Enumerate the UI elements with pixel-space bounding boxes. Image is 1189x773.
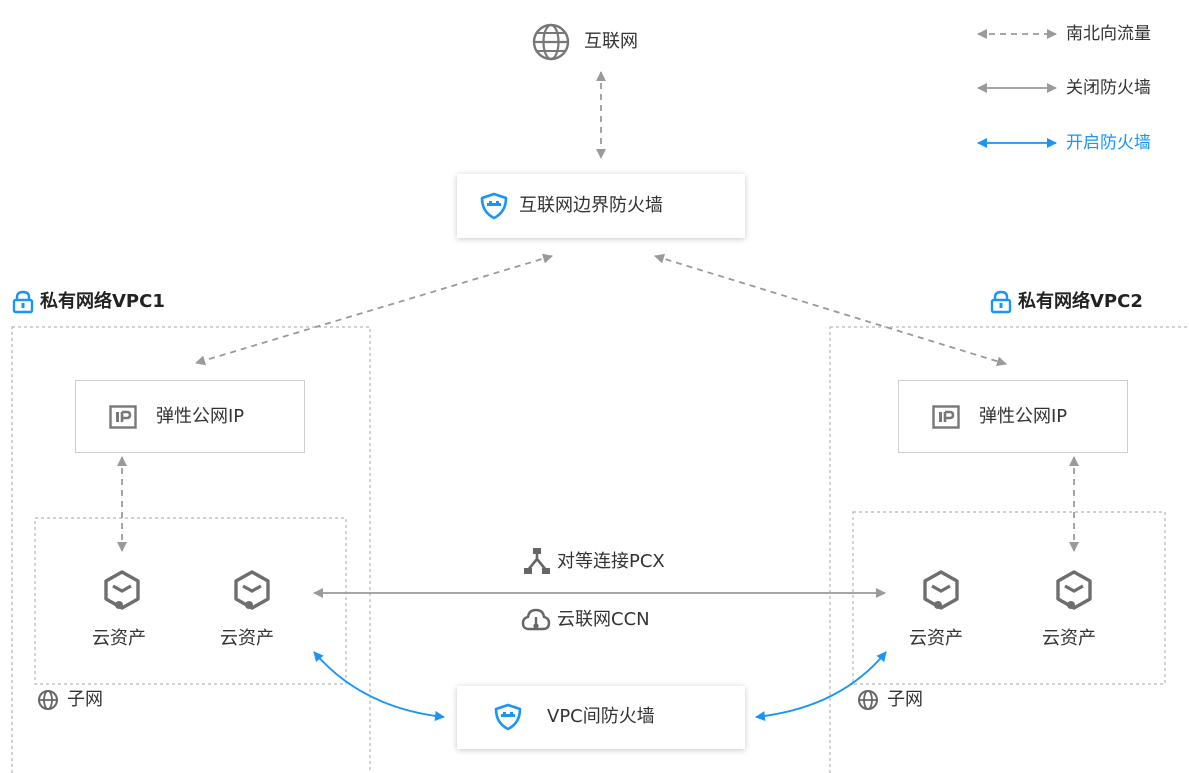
subnet-globe-icon bbox=[858, 690, 878, 710]
legend-on-label: 开启防火墙 bbox=[1066, 133, 1151, 153]
vpc2-asset-1-label: 云资产 bbox=[909, 628, 963, 649]
vpc-firewall-node[interactable]: VPC间防火墙 bbox=[457, 686, 745, 749]
vpc2-subnet-label: 子网 bbox=[887, 689, 923, 710]
peering-icon bbox=[524, 548, 550, 574]
vpc2-eip-label: 弹性公网IP bbox=[979, 406, 1068, 427]
vpc1-frame bbox=[11, 326, 371, 773]
vpc2-asset-2-label: 云资产 bbox=[1042, 628, 1096, 649]
cloud-asset-icon bbox=[923, 570, 959, 610]
vpc1-subnet-frame bbox=[34, 517, 347, 685]
vpc1-to-vpc-firewall-link bbox=[313, 651, 445, 721]
vpc-firewall-label: VPC间防火墙 bbox=[547, 706, 655, 727]
vpc2-title: 私有网络VPC2 bbox=[1018, 291, 1143, 312]
legend-off-label: 关闭防火墙 bbox=[1066, 78, 1151, 98]
ip-icon bbox=[932, 405, 960, 429]
cloud-asset-icon bbox=[1056, 570, 1092, 610]
border-firewall-label: 互联网边界防火墙 bbox=[519, 195, 663, 216]
firewall-eip1-link bbox=[195, 253, 553, 366]
shield-icon bbox=[480, 192, 508, 220]
vpc1-asset-1-label: 云资产 bbox=[92, 628, 146, 649]
vpc1-eip-node[interactable]: 弹性公网IP bbox=[75, 380, 305, 453]
vpc1-eip-label: 弹性公网IP bbox=[156, 406, 245, 427]
vpc2-to-vpc-firewall-link bbox=[755, 651, 887, 722]
border-firewall-node[interactable]: 互联网边界防火墙 bbox=[457, 174, 745, 238]
internet-label: 互联网 bbox=[584, 31, 638, 52]
vpc2-subnet-frame bbox=[852, 511, 1166, 685]
lock-icon bbox=[990, 290, 1012, 314]
ccn-label: 云联网CCN bbox=[557, 609, 650, 630]
subnet-globe-icon bbox=[38, 690, 58, 710]
ip-icon bbox=[109, 405, 137, 429]
firewall-eip2-link bbox=[654, 253, 1007, 367]
vpc1-asset-2-label: 云资产 bbox=[220, 628, 274, 649]
vpc1-title: 私有网络VPC1 bbox=[40, 291, 165, 312]
peering-label: 对等连接PCX bbox=[557, 551, 665, 572]
cloud-asset-icon bbox=[234, 570, 270, 610]
vpc2-eip-node[interactable]: 弹性公网IP bbox=[898, 380, 1128, 453]
shield-icon bbox=[494, 703, 522, 731]
globe-icon bbox=[532, 23, 570, 61]
lock-icon bbox=[12, 290, 34, 314]
legend-north-south-label: 南北向流量 bbox=[1066, 24, 1151, 44]
cloud-network-icon bbox=[521, 608, 551, 631]
cloud-asset-icon bbox=[104, 570, 140, 610]
vpc1-subnet-label: 子网 bbox=[67, 689, 103, 710]
